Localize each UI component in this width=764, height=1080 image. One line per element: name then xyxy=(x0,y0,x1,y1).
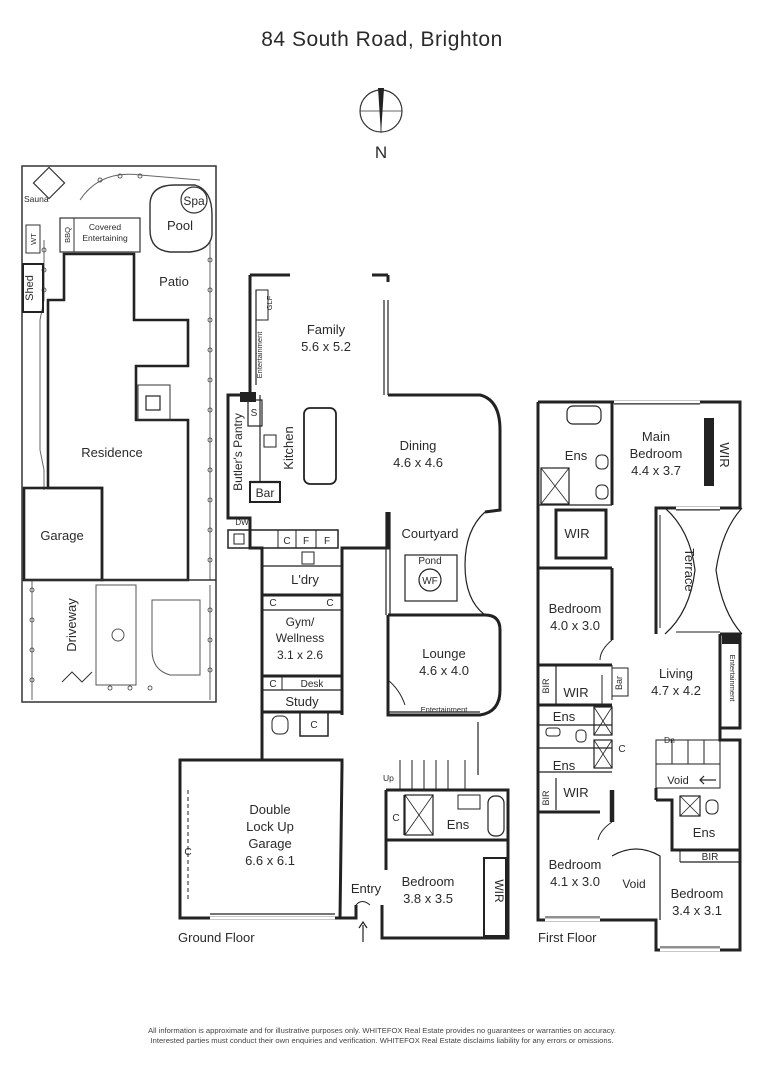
label-butlers-pantry: Butler's Pantry xyxy=(231,413,245,491)
label-bedroom-a-dim: 4.0 x 3.0 xyxy=(550,618,600,633)
label-bir-1: BIR xyxy=(541,678,551,694)
label-glf: GLF xyxy=(265,295,274,310)
label-living: Living xyxy=(659,666,693,681)
disclaimer-line-1: All information is approximate and for i… xyxy=(148,1026,616,1035)
label-ground-floor: Ground Floor xyxy=(178,930,255,945)
label-entertainment-lounge: Entertainment xyxy=(421,705,469,714)
compass-label: N xyxy=(375,143,387,162)
label-entertainment-family: Entertainment xyxy=(255,331,264,379)
label-dining-dim: 4.6 x 4.6 xyxy=(393,455,443,470)
label-bedroom-c: Bedroom xyxy=(671,886,724,901)
label-gym-2: Wellness xyxy=(276,631,324,645)
label-c1: C xyxy=(283,536,290,547)
first-floor xyxy=(536,400,743,952)
page-title: 84 South Road, Brighton xyxy=(261,28,503,51)
ground-floor xyxy=(178,273,510,942)
label-bar: Bar xyxy=(614,676,624,690)
label-family-dim: 5.6 x 5.2 xyxy=(301,339,351,354)
site-spa: Spa xyxy=(183,194,205,208)
label-bir-2: BIR xyxy=(541,790,551,806)
label-wir-3: WIR xyxy=(563,685,588,700)
compass-icon xyxy=(359,88,403,134)
label-wir-4: WIR xyxy=(563,785,588,800)
label-s: S xyxy=(251,408,258,419)
label-garage-3: Garage xyxy=(248,836,291,851)
first-floor-labels: Ens Main Bedroom 4.4 x 3.7 WIR WIR Terra… xyxy=(538,429,737,945)
label-dining: Dining xyxy=(400,438,437,453)
label-void-1: Void xyxy=(667,775,688,787)
label-ens-1: Ens xyxy=(553,709,576,724)
label-bir-3: BIR xyxy=(702,852,719,863)
label-ens-main: Ens xyxy=(565,448,588,463)
site-covered-2: Entertaining xyxy=(82,233,128,243)
ground-floor-labels: Family 5.6 x 5.2 Entertainment GLF Butle… xyxy=(178,295,506,945)
label-up: Up xyxy=(383,773,394,783)
label-c5: C xyxy=(310,720,317,731)
label-family: Family xyxy=(307,322,346,337)
label-f1: F xyxy=(303,536,309,547)
label-c2: C xyxy=(269,598,276,609)
site-patio: Patio xyxy=(159,274,189,289)
site-sauna: Sauna xyxy=(24,194,49,204)
label-laundry: L'dry xyxy=(291,572,319,587)
label-c3: C xyxy=(326,598,333,609)
label-c4: C xyxy=(269,679,276,690)
label-kitchen: Kitchen xyxy=(281,426,296,469)
label-ens: Ens xyxy=(447,817,470,832)
label-bedroom-c-dim: 3.4 x 3.1 xyxy=(672,903,722,918)
site-covered-1: Covered xyxy=(89,222,121,232)
site-pool: Pool xyxy=(167,218,193,233)
label-dw: DW xyxy=(235,518,249,527)
label-void-2: Void xyxy=(622,877,645,891)
label-bar: Bar xyxy=(256,486,275,500)
site-garage: Garage xyxy=(40,528,83,543)
label-c1-first: C xyxy=(618,744,625,755)
label-c6: C xyxy=(184,847,191,858)
label-garage-1: Double xyxy=(249,802,290,817)
label-bedroom-dim: 3.8 x 3.5 xyxy=(403,891,453,906)
site-bbq: BBQ xyxy=(63,227,72,243)
label-dn: Dn xyxy=(664,735,675,745)
label-wf: WF xyxy=(422,576,438,587)
disclaimer-line-2: Interested parties must conduct their ow… xyxy=(150,1036,614,1045)
label-gym-1: Gym/ xyxy=(286,615,315,629)
label-c7: C xyxy=(392,813,399,824)
label-wir-main: WIR xyxy=(717,442,732,467)
label-main-1: Main xyxy=(642,429,670,444)
label-entertainment: Entertainment xyxy=(728,655,737,703)
label-bedroom-a: Bedroom xyxy=(549,601,602,616)
label-lounge: Lounge xyxy=(422,646,465,661)
label-ens-3: Ens xyxy=(693,825,716,840)
site-wt: WT xyxy=(29,233,38,245)
label-gym-dim: 3.1 x 2.6 xyxy=(277,648,323,662)
label-main-dim: 4.4 x 3.7 xyxy=(631,463,681,478)
label-bedroom: Bedroom xyxy=(402,874,455,889)
label-first-floor: First Floor xyxy=(538,930,597,945)
label-desk: Desk xyxy=(301,679,325,690)
label-terrace: Terrace xyxy=(682,548,697,591)
label-bedroom-b: Bedroom xyxy=(549,857,602,872)
label-entry: Entry xyxy=(351,881,382,896)
label-wir-2: WIR xyxy=(564,526,589,541)
label-courtyard: Courtyard xyxy=(401,526,458,541)
site-plan: Sauna WT BBQ Covered Entertaining Spa Po… xyxy=(21,165,217,703)
label-garage-dim: 6.6 x 6.1 xyxy=(245,853,295,868)
label-lounge-dim: 4.6 x 4.0 xyxy=(419,663,469,678)
label-living-dim: 4.7 x 4.2 xyxy=(651,683,701,698)
label-ens-2: Ens xyxy=(553,758,576,773)
label-wir: WIR xyxy=(492,879,506,903)
disclaimer: All information is approximate and for i… xyxy=(40,1026,724,1046)
site-shed: Shed xyxy=(24,275,36,301)
label-main-2: Bedroom xyxy=(630,446,683,461)
label-study: Study xyxy=(285,694,319,709)
label-f2: F xyxy=(324,536,330,547)
label-bedroom-b-dim: 4.1 x 3.0 xyxy=(550,874,600,889)
label-garage-2: Lock Up xyxy=(246,819,294,834)
site-driveway: Driveway xyxy=(64,598,79,652)
label-pond: Pond xyxy=(418,556,441,567)
site-residence: Residence xyxy=(81,445,142,460)
